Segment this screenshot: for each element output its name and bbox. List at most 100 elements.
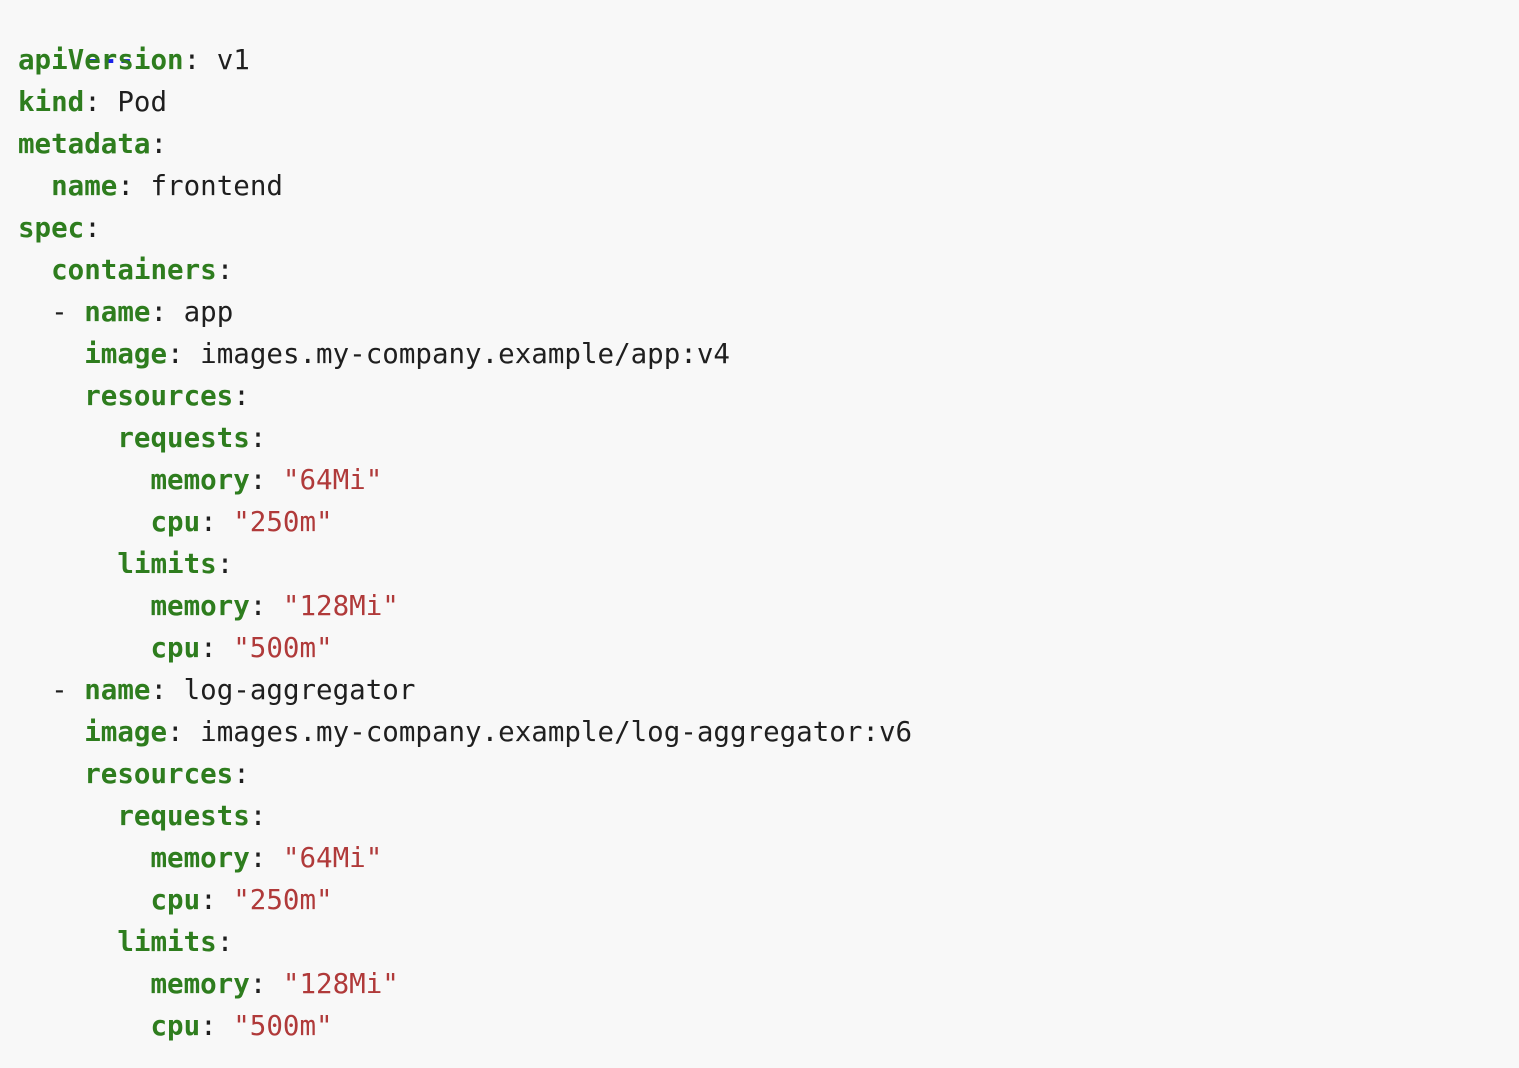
code-line: memory: "64Mi" xyxy=(18,459,382,501)
line-indent xyxy=(18,758,84,790)
yaml-value: Pod xyxy=(117,86,168,118)
yaml-value: log-aggregator xyxy=(183,674,416,706)
key-separator: : xyxy=(216,926,234,958)
code-line: name: frontend xyxy=(18,165,283,207)
line-indent xyxy=(18,632,150,664)
key-separator: : xyxy=(150,296,184,328)
code-line: cpu: "250m" xyxy=(18,879,333,921)
key-separator: : xyxy=(200,884,234,916)
code-line: cpu: "500m" xyxy=(18,1005,333,1047)
key-separator: : xyxy=(150,128,168,160)
code-line: resources: xyxy=(18,753,250,795)
line-indent xyxy=(18,464,150,496)
code-line: cpu: "500m" xyxy=(18,627,333,669)
code-line: resources: xyxy=(18,375,250,417)
yaml-key: metadata xyxy=(18,128,151,160)
yaml-key: apiVersion xyxy=(18,44,184,76)
key-separator: : xyxy=(200,1010,234,1042)
yaml-key: image xyxy=(84,338,168,370)
code-line: requests: xyxy=(18,417,266,459)
yaml-string-value: "500m" xyxy=(233,632,333,664)
yaml-key: requests xyxy=(117,422,250,454)
key-separator: : xyxy=(117,170,151,202)
code-line: memory: "128Mi" xyxy=(18,963,399,1005)
line-indent xyxy=(18,926,117,958)
line-indent xyxy=(18,800,117,832)
yaml-key: limits xyxy=(117,926,217,958)
key-separator: : xyxy=(249,842,283,874)
line-indent xyxy=(18,842,150,874)
code-line: - name: log-aggregator xyxy=(18,669,415,711)
code-line: requests: xyxy=(18,795,266,837)
line-indent xyxy=(18,1010,150,1042)
key-separator: : xyxy=(84,212,101,244)
code-line: image: images.my-company.example/app:v4 xyxy=(18,333,730,375)
yaml-key: memory xyxy=(150,968,250,1000)
yaml-key: image xyxy=(84,716,168,748)
yaml-key: spec xyxy=(18,212,85,244)
key-separator: : xyxy=(150,674,184,706)
document-start-marker: --- xyxy=(18,0,134,76)
code-line: containers: xyxy=(18,249,233,291)
code-line: memory: "64Mi" xyxy=(18,837,382,879)
list-item-dash: - xyxy=(51,296,85,328)
code-line: spec: xyxy=(18,207,101,249)
line-indent xyxy=(18,338,84,370)
yaml-string-value: "64Mi" xyxy=(282,842,383,874)
line-indent xyxy=(18,884,150,916)
key-separator: : xyxy=(233,380,250,412)
yaml-value: images.my-company.example/app:v4 xyxy=(200,338,730,370)
key-separator: : xyxy=(200,632,234,664)
code-line: memory: "128Mi" xyxy=(18,585,398,627)
yaml-key: cpu xyxy=(150,884,201,916)
doc-marker: --- xyxy=(84,44,134,76)
key-separator: : xyxy=(183,44,217,76)
line-indent xyxy=(18,422,117,454)
yaml-value: images.my-company.example/log-aggregator… xyxy=(200,716,913,748)
yaml-key: requests xyxy=(117,800,250,832)
code-line: metadata: xyxy=(18,123,167,165)
key-separator: : xyxy=(249,464,283,496)
key-separator: : xyxy=(249,590,283,622)
yaml-key: resources xyxy=(84,758,234,790)
yaml-key: name xyxy=(84,674,151,706)
key-separator: : xyxy=(249,422,267,454)
line-indent xyxy=(18,170,51,202)
line-indent xyxy=(18,674,51,706)
key-separator: : xyxy=(249,968,283,1000)
code-line: - name: app xyxy=(18,291,233,333)
yaml-key: name xyxy=(84,296,151,328)
code-line: limits: xyxy=(18,543,233,585)
yaml-key: memory xyxy=(150,590,250,622)
yaml-key: name xyxy=(51,170,118,202)
code-line: limits: xyxy=(18,921,233,963)
code-line: apiVersion: v1 xyxy=(18,39,250,81)
line-indent xyxy=(18,380,84,412)
yaml-string-value: "250m" xyxy=(233,506,333,538)
line-indent xyxy=(18,716,84,748)
yaml-string-value: "128Mi" xyxy=(282,968,399,1000)
yaml-key: memory xyxy=(150,842,250,874)
line-indent xyxy=(18,968,150,1000)
list-item-dash: - xyxy=(51,674,85,706)
yaml-value: frontend xyxy=(150,170,283,202)
code-line: image: images.my-company.example/log-agg… xyxy=(18,711,912,753)
key-separator: : xyxy=(167,338,201,370)
yaml-key: kind xyxy=(18,86,85,118)
key-separator: : xyxy=(249,800,267,832)
yaml-key: limits xyxy=(117,548,217,580)
yaml-string-value: "500m" xyxy=(233,1010,333,1042)
code-line: cpu: "250m" xyxy=(18,501,333,543)
yaml-string-value: "250m" xyxy=(233,884,333,916)
yaml-key: cpu xyxy=(150,506,201,538)
line-indent xyxy=(18,254,51,286)
yaml-key: containers xyxy=(51,254,217,286)
line-indent xyxy=(18,590,150,622)
key-separator: : xyxy=(84,86,118,118)
line-indent xyxy=(18,506,150,538)
yaml-key: memory xyxy=(150,464,250,496)
yaml-value: app xyxy=(183,296,234,328)
line-indent xyxy=(18,296,51,328)
key-separator: : xyxy=(216,254,234,286)
